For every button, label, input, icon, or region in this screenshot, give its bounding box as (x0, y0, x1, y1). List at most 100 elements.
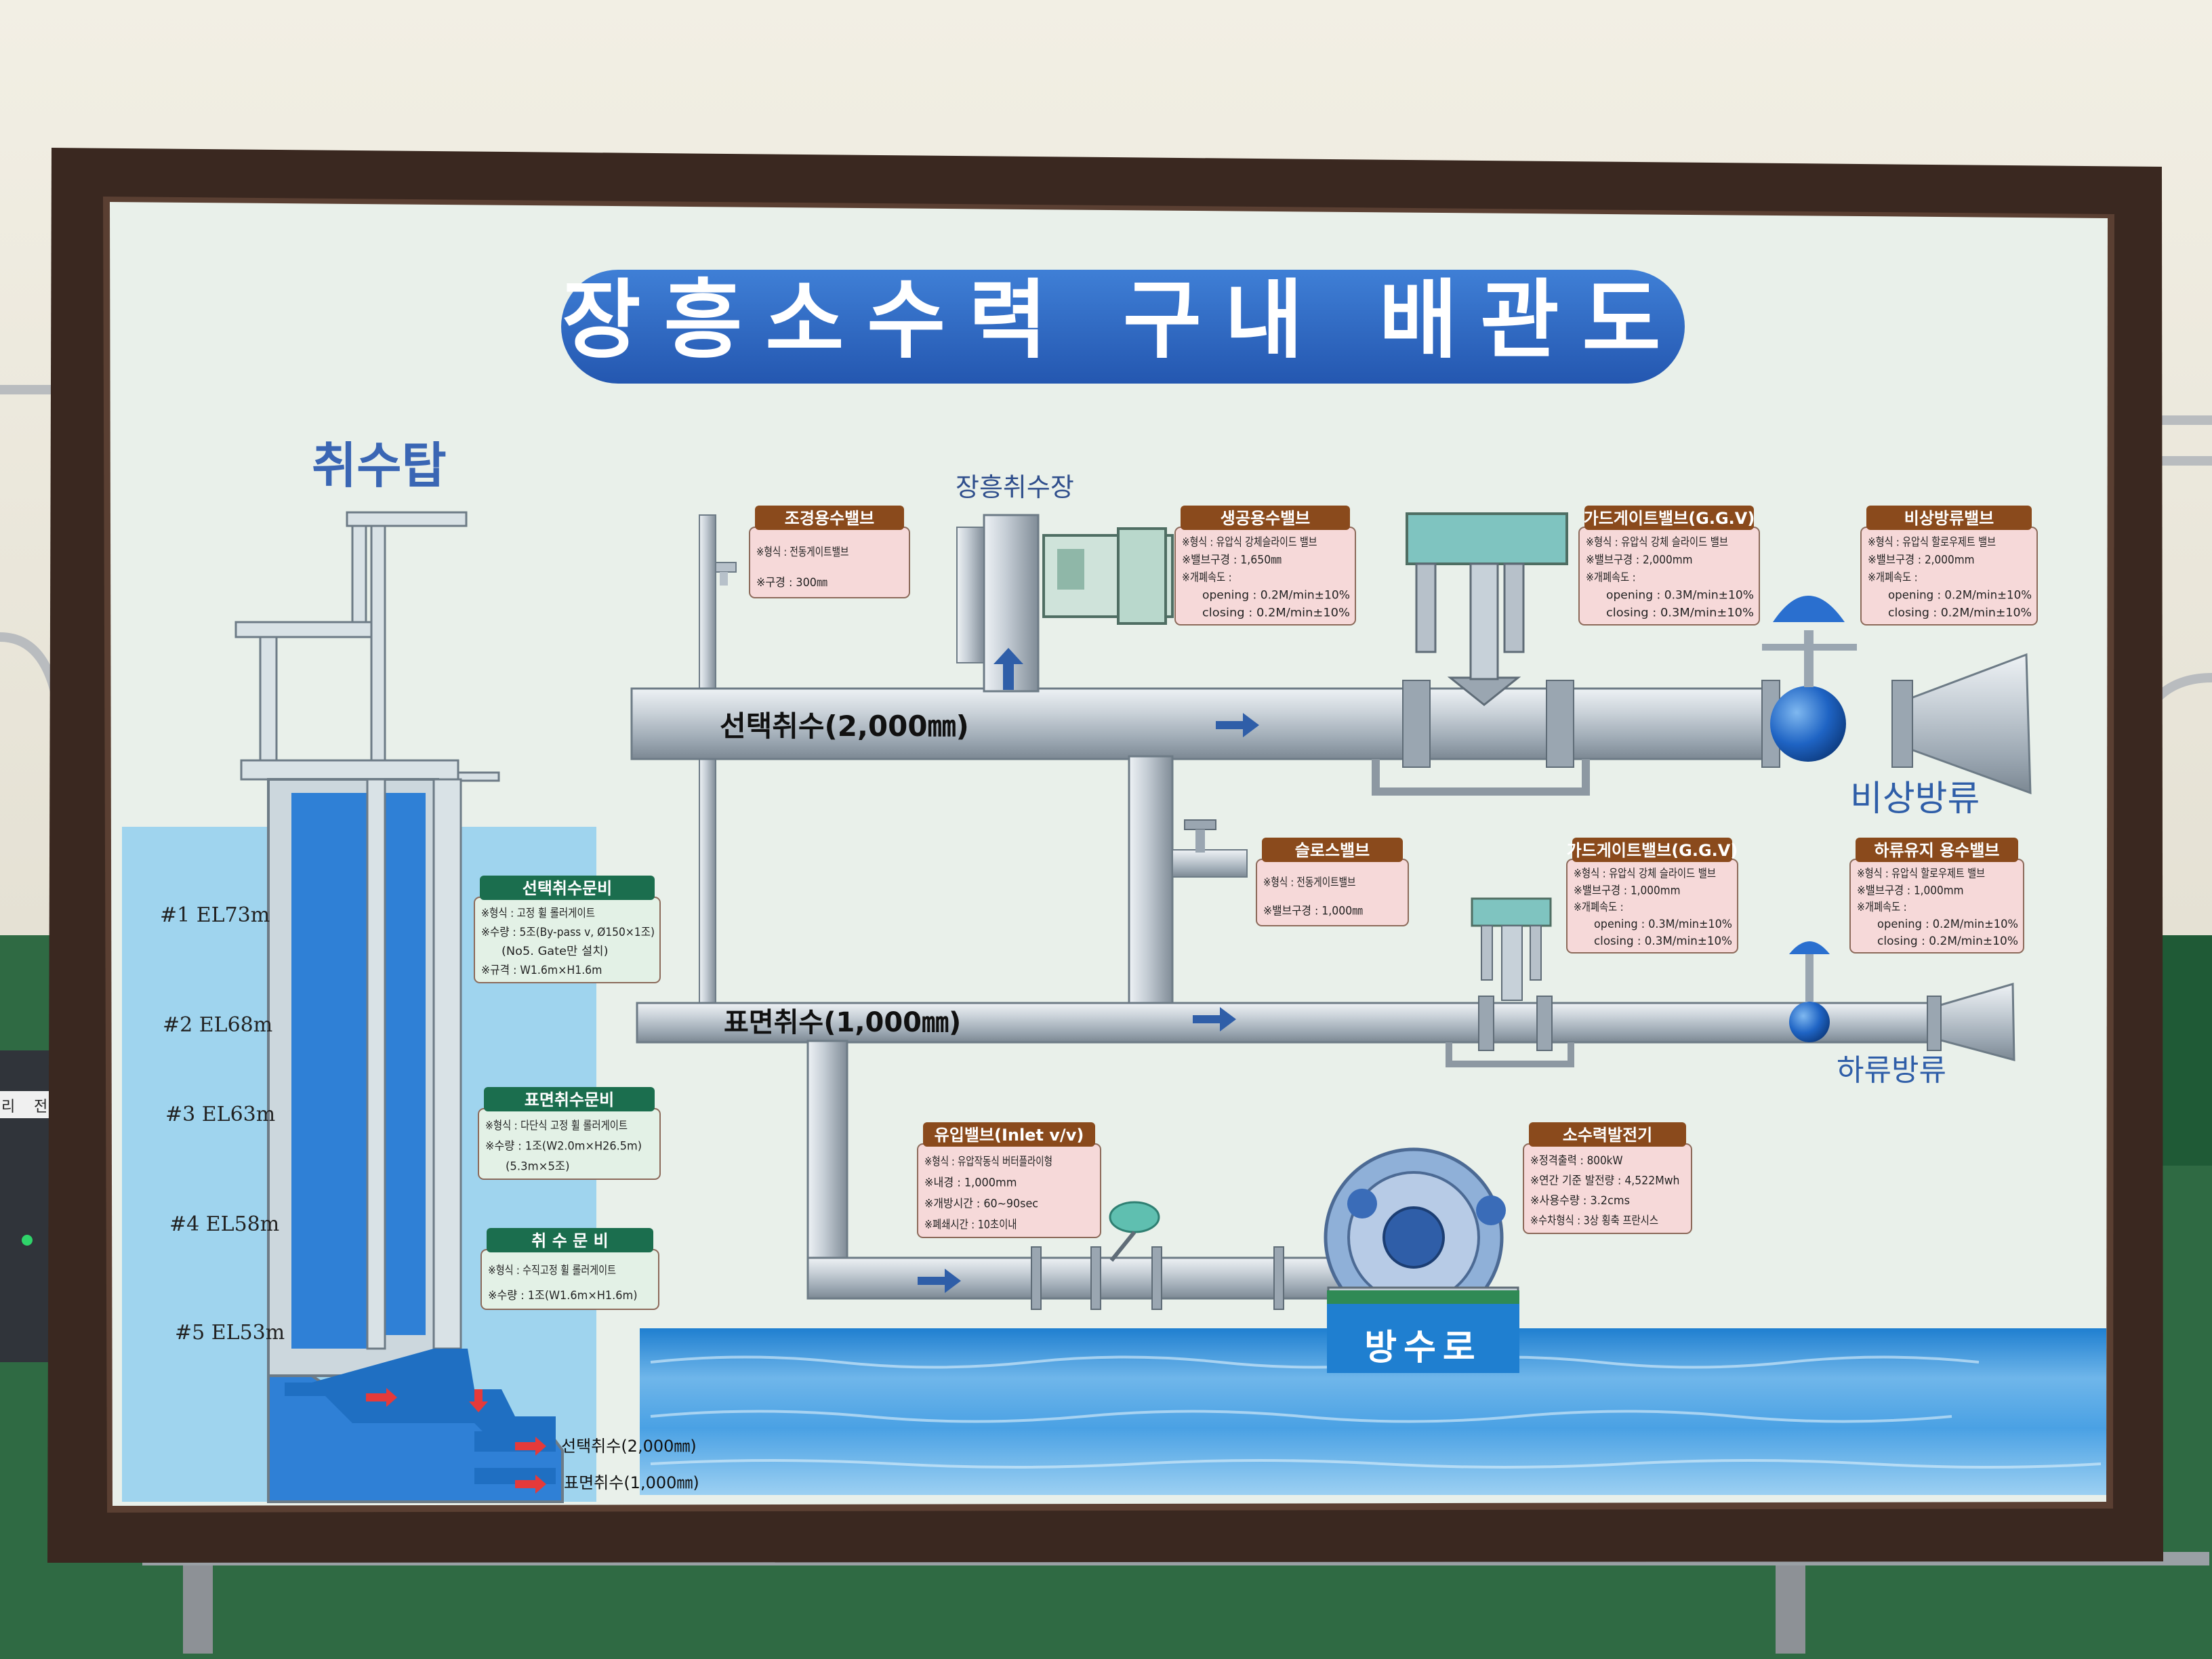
callout-line: opening : 0.3M/min±10% (1594, 918, 1732, 931)
callout-line: ※형식 : 다단식 고정 휠 롤러게이트 (485, 1120, 628, 1133)
pipe-label-select: 선택취수(2,000㎜) (720, 710, 969, 743)
flow-arrows (918, 648, 1259, 1293)
tailrace-label: 방수로 (1364, 1328, 1482, 1368)
title-banner: 장흥소수력 구내 배관도 (561, 270, 1685, 384)
level-label: #3 EL63m (165, 1103, 275, 1126)
callout-line: ※형식 : 유압식 강체슬라이드 밸브 (1182, 536, 1317, 550)
valves (1042, 512, 1857, 1262)
pipe-label-surface: 표면취수(1,000㎜) (724, 1007, 961, 1038)
callout-header (1866, 506, 2032, 530)
callout-header (923, 1122, 1095, 1147)
callout-line: opening : 0.3M/min±10% (1606, 589, 1754, 602)
callout-line: ※수량 : 5조(By-pass v, Ø150×1조) (481, 926, 655, 939)
callout-line: ※구경 : 300㎜ (756, 576, 827, 590)
callout-inlet-valve: 유입밸브(Inlet v/v) ※형식 : 유압작동식 버터플라이형 ※내경 : 1… (917, 1122, 1101, 1238)
callout-title: 가드게이트밸브(G.G.V) (1567, 841, 1738, 860)
level-label: #4 EL58m (169, 1212, 279, 1236)
callout-line: ※폐쇄시간 : 10초이내 (924, 1218, 1017, 1231)
callout-domestic-valve: 생공용수밸브※형식 : 유압식 강체슬라이드 밸브※밸브구경 : 1,650㎜※… (1174, 506, 1356, 626)
callout-line: ※형식 : 고정 휠 롤러게이트 (481, 907, 595, 920)
callout-title: 하류유지 용수밸브 (1875, 841, 2000, 860)
level-label: #1 EL73m (160, 903, 270, 927)
callout-line: ※형식 : 유압식 강체 슬라이드 밸브 (1586, 536, 1728, 550)
callout-header (755, 506, 904, 530)
callout-header (1181, 506, 1350, 530)
callout-title: 조경용수밸브 (785, 509, 874, 528)
outlet-label-surface: 표면취수(1,000㎜) (564, 1473, 699, 1492)
generator-unit: 방수로 (1324, 1147, 1519, 1373)
callout-select-gate: 선택취수문비 ※형식 : 고정 휠 롤러게이트 ※수량 : 5조(By-pass v… (474, 876, 661, 983)
callout-line: ※수량 : 1조(W2.0m×H26.5m) (485, 1140, 642, 1153)
callout-line: ※형식 : 유압식 강체 슬라이드 밸브 (1574, 867, 1716, 881)
callout-header (1584, 506, 1754, 530)
callout-line: (5.3m×5조) (506, 1160, 570, 1174)
emergency-discharge-label: 비상방류 (1850, 779, 1980, 819)
downstream-discharge-label: 하류방류 (1837, 1053, 1946, 1088)
callout-guard-gate-2: 가드게이트밸브(G.G.V) ※형식 : 유압식 강체 슬라이드 밸브 ※밸브구경 … (1566, 838, 1738, 954)
callout-line: ※밸브구경 : 2,000mm (1868, 554, 1975, 567)
callout-line: opening : 0.2M/min±10% (1202, 589, 1350, 602)
callout-header (1856, 838, 2018, 862)
callout-line: ※수량 : 1조(W1.6m×H1.6m) (488, 1289, 638, 1303)
callout-line: ※정격출력 : 800kW (1530, 1154, 1623, 1168)
callout-title: 비상방류밸브 (1904, 509, 1994, 528)
level-label: #5 EL53m (175, 1321, 285, 1345)
callout-line: closing : 0.2M/min±10% (1877, 935, 2018, 948)
callout-line: closing : 0.3M/min±10% (1594, 935, 1732, 948)
callout-line: ※수차형식 : 3상 횡축 프란시스 (1530, 1214, 1658, 1228)
callout-title: 가드게이트밸브(G.G.V) (1584, 509, 1755, 528)
callout-line: ※개폐속도 : (1868, 571, 1918, 585)
callout-title: 표면취수문비 (525, 1090, 614, 1109)
callout-downstream-valve: 하류유지 용수밸브 ※형식 : 유압식 할로우제트 밸브 ※밸브구경 : 1,000… (1849, 838, 2024, 954)
callout-header (1262, 838, 1403, 862)
callout-sluice-valve: 슬로스밸브※형식 : 전동게이트밸브※밸브구경 : 1,000㎜ (1256, 838, 1409, 926)
callout-generator: 소수력발전기 ※정격출력 : 800kW ※연간 기준 발전량 : 4,522Mwh… (1523, 1122, 1692, 1234)
callout-line: ※사용수량 : 3.2cms (1530, 1194, 1630, 1208)
callout-line: closing : 0.2M/min±10% (1202, 607, 1350, 620)
callout-line: opening : 0.2M/min±10% (1877, 918, 2018, 931)
callout-header (487, 1228, 653, 1252)
callout-header (1529, 1122, 1686, 1147)
callout-header (484, 1087, 655, 1111)
callout-line: ※형식 : 전동게이트밸브 (756, 546, 849, 559)
callout-line: (No5. Gate만 설치) (501, 945, 609, 958)
callout-intake-gate: 취 수 문 비 ※형식 : 수직고정 휠 롤러게이트 ※수량 : 1조(W1.6m×… (480, 1228, 659, 1310)
callout-line: ※형식 : 수직고정 휠 롤러게이트 (488, 1264, 616, 1277)
callout-guard-gate-1: 가드게이트밸브(G.G.V) ※형식 : 유압식 강체 슬라이드 밸브 ※밸브구경 … (1578, 506, 1760, 626)
callout-line: ※밸브구경 : 1,000mm (1857, 884, 1964, 897)
level-label: #2 EL68m (163, 1013, 272, 1037)
callout-header (480, 876, 655, 900)
intake-tower: 취수탑 #1 EL73m #2 EL68m #3 EL63m #4 EL58m (160, 437, 699, 1503)
callout-title: 유입밸브(Inlet v/v) (935, 1126, 1084, 1145)
callout-line: ※내경 : 1,000mm (924, 1176, 1017, 1189)
callout-title: 취 수 문 비 (531, 1231, 608, 1250)
callout-line: ※밸브구경 : 2,000mm (1586, 554, 1693, 567)
callout-title: 슬로스밸브 (1295, 841, 1370, 860)
callout-line: ※형식 : 전동게이트밸브 (1263, 876, 1356, 890)
panel-label-1: 리 (1, 1099, 15, 1115)
callout-title: 선택취수문비 (523, 879, 612, 898)
callout-line: ※연간 기준 발전량 : 4,522Mwh (1530, 1174, 1680, 1188)
pipes (630, 514, 2032, 1310)
callout-line: opening : 0.2M/min±10% (1888, 589, 2032, 602)
outlet-label-select: 선택취수(2,000㎜) (561, 1437, 697, 1456)
intake-station-label: 장흥취수장 (956, 472, 1074, 502)
callout-line: closing : 0.2M/min±10% (1888, 607, 2032, 620)
callout-title: 소수력발전기 (1563, 1126, 1652, 1145)
callout-line: ※규격 : W1.6m×H1.6m (481, 964, 602, 977)
callout-line: ※형식 : 유압작동식 버터플라이형 (924, 1155, 1052, 1168)
callout-landscape-valve: 조경용수밸브 ※형식 : 전동게이트밸브 ※구경 : 300㎜ (749, 506, 910, 598)
callout-line: ※밸브구경 : 1,650㎜ (1182, 554, 1282, 567)
tower-title: 취수탑 (312, 437, 447, 494)
page-title: 장흥소수력 구내 배관도 (562, 270, 1684, 370)
callout-line: ※형식 : 유압식 할로우제트 밸브 (1868, 536, 1996, 550)
callout-line: ※형식 : 유압식 할로우제트 밸브 (1857, 867, 1985, 881)
callout-line: ※밸브구경 : 1,000mm (1574, 884, 1681, 897)
callout-line: ※개폐속도 : (1574, 901, 1624, 914)
callout-line: ※개방시간 : 60~90sec (924, 1197, 1038, 1210)
sea-waves (650, 1355, 2102, 1469)
callout-line: ※개폐속도 : (1857, 901, 1907, 914)
callout-line: ※개폐속도 : (1182, 571, 1232, 585)
